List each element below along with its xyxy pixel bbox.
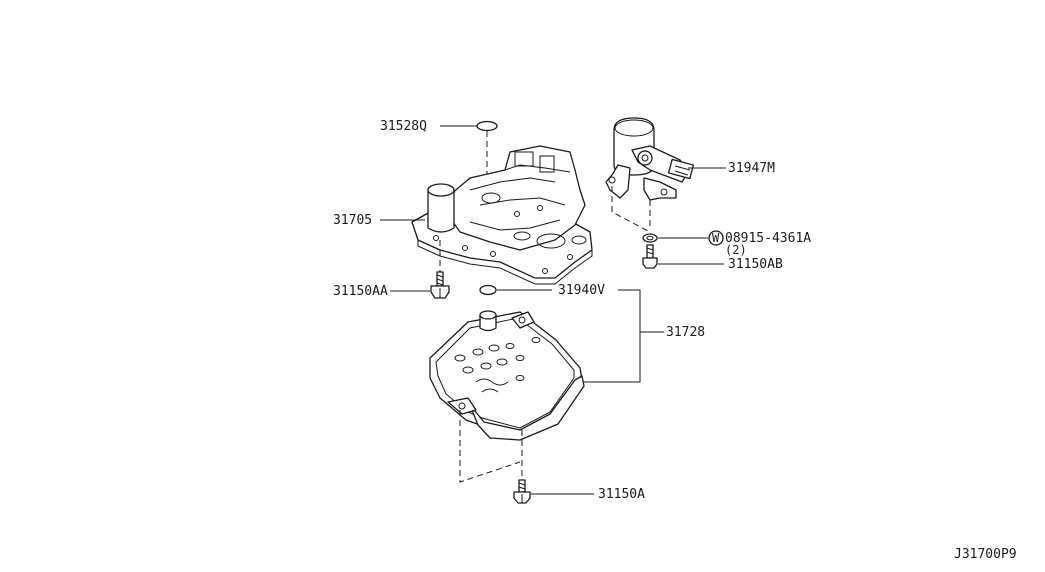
label-31947M[interactable]: 31947M <box>728 161 775 176</box>
solenoid <box>605 117 695 201</box>
bolt-aa <box>430 271 450 299</box>
washer-quantity: (2) <box>725 243 747 257</box>
dashed-guide-solenoid <box>611 186 651 233</box>
oil-strainer-assembly <box>429 310 585 441</box>
label-31728[interactable]: 31728 <box>666 325 705 340</box>
bolt-a <box>513 479 531 504</box>
label-08915-4361A[interactable]: 08915-4361A <box>725 231 811 246</box>
label-31150A[interactable]: 31150A <box>598 487 645 502</box>
label-31150AB[interactable]: 31150AB <box>728 257 783 272</box>
washer-marker: W <box>712 231 720 245</box>
washer-marker-circle: W <box>708 230 724 246</box>
washer <box>642 233 658 243</box>
label-31940V[interactable]: 31940V <box>558 283 605 298</box>
label-31705[interactable]: 31705 <box>333 213 372 228</box>
o-ring-filter <box>479 284 497 296</box>
label-31528Q[interactable]: 31528Q <box>380 119 427 134</box>
control-valve-body <box>411 145 593 285</box>
label-31150AA[interactable]: 31150AA <box>333 284 388 299</box>
reference-code: J31700P9 <box>954 547 1017 562</box>
dashed-guide-31150A-left <box>459 410 521 483</box>
bolt-ab <box>642 244 658 269</box>
o-ring-top <box>476 120 498 132</box>
bracket-31728 <box>578 289 641 383</box>
